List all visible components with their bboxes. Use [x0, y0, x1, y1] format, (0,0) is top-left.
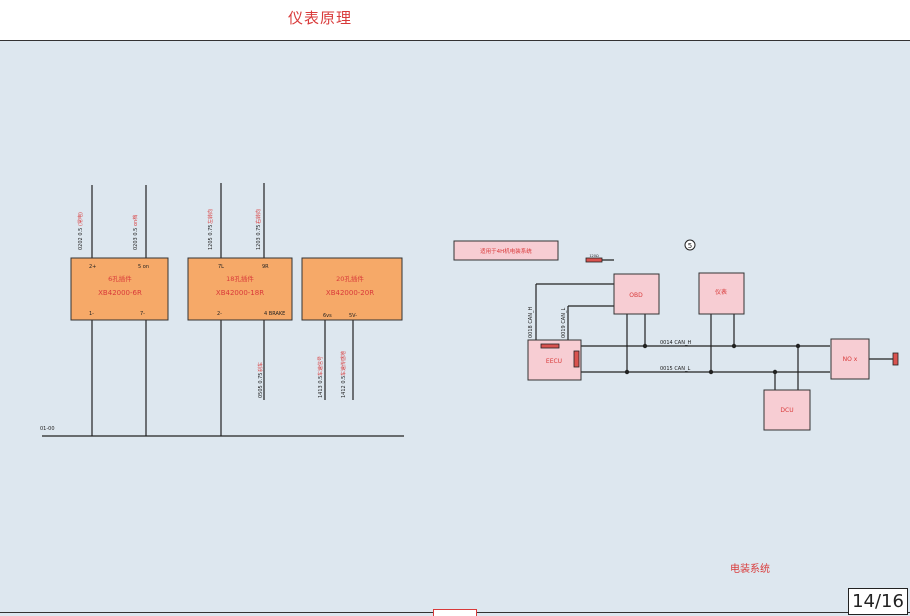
obd-label: OBD: [629, 292, 643, 299]
wire-desc: (常电): [77, 212, 84, 226]
marker-number: 5: [688, 242, 692, 250]
meter-box: [698, 272, 745, 315]
connector-1-part: XB42000-6R: [98, 289, 142, 297]
section-label: 电装系统: [730, 562, 770, 575]
junction-dot: [642, 343, 648, 349]
legend-resistor-icon: [585, 257, 603, 263]
wire-desc: on档: [132, 215, 139, 226]
pin-label: 6vs: [323, 313, 332, 319]
connector-6r: [70, 257, 169, 321]
connector-3-part: XB42000-20R: [326, 289, 374, 297]
wire-code: 1412 0.5: [341, 376, 347, 398]
dcu-label: DCU: [780, 407, 793, 414]
system-note: 适用于4H机电装系统: [480, 247, 532, 255]
page-indicator: 14/16: [848, 588, 908, 615]
wire-desc: 左转向: [207, 209, 214, 224]
obd-box: [613, 273, 660, 315]
pin-label: 2+: [89, 264, 96, 270]
wire-desc: 车速信号: [317, 356, 324, 376]
eecu-can-l-label: 0019 CAN_L: [561, 308, 567, 338]
junction-dot: [795, 343, 801, 349]
connector-18r: [187, 257, 293, 321]
connector-2-name: 18孔插件: [226, 274, 254, 283]
junction-dot: [772, 369, 778, 375]
junction-dot: [731, 343, 737, 349]
connector-3-name: 20孔插件: [336, 274, 364, 283]
wire-desc: 刹车: [257, 362, 264, 372]
connector-2-part: XB42000-18R: [216, 289, 264, 297]
junction-dot: [708, 369, 714, 375]
dcu-box: [763, 389, 811, 431]
pin-label: 7L: [218, 264, 224, 270]
wire-code: 0202 0.5: [78, 228, 84, 250]
wire-desc: 车速传感地: [340, 351, 347, 376]
wire-code: 0505 0.75: [258, 373, 264, 398]
nox-box: [830, 338, 870, 380]
wire-code: 1205 0.75: [208, 225, 214, 250]
pin-label: 2-: [217, 311, 222, 317]
pin-label: 7-: [140, 311, 145, 317]
resistor-icon: [540, 343, 560, 349]
pin-label: 4 BRAKE: [264, 311, 285, 317]
marker-circle: [684, 239, 696, 251]
resistor-icon: [573, 350, 580, 368]
pin-label: 5V-: [349, 313, 357, 319]
wire-code: 1413 0.5: [318, 376, 324, 398]
wire-desc: 右转向: [255, 209, 262, 224]
meter-label: 仪表: [715, 288, 727, 296]
header-bar: 仪表原理: [0, 0, 910, 41]
pin-label: 9R: [262, 264, 269, 270]
can-h-label: 0014 CAN_H: [660, 340, 691, 346]
resistor-label: 120Ω: [589, 254, 599, 258]
eecu-can-h-label: 0018 CAN_H: [528, 307, 534, 338]
wire-code: 1203 0.75: [256, 225, 262, 250]
system-note-box: [453, 240, 559, 261]
page-title: 仪表原理: [287, 9, 352, 27]
junction-dot: [624, 369, 630, 375]
nox-label: NO x: [843, 356, 858, 363]
resistor-icon: [892, 352, 899, 366]
eecu-label: EECU: [546, 358, 562, 365]
connector-1-name: 6孔插件: [108, 274, 132, 283]
connector-20r: [301, 257, 403, 321]
pin-label: 1-: [89, 311, 94, 317]
bottom-tab[interactable]: [433, 609, 477, 616]
can-l-label: 0015 CAN_L: [660, 366, 690, 372]
ground-label: 01-00: [40, 426, 55, 432]
wire-code: 0203 0.5: [133, 228, 139, 250]
pin-label: 5 on: [138, 264, 149, 270]
